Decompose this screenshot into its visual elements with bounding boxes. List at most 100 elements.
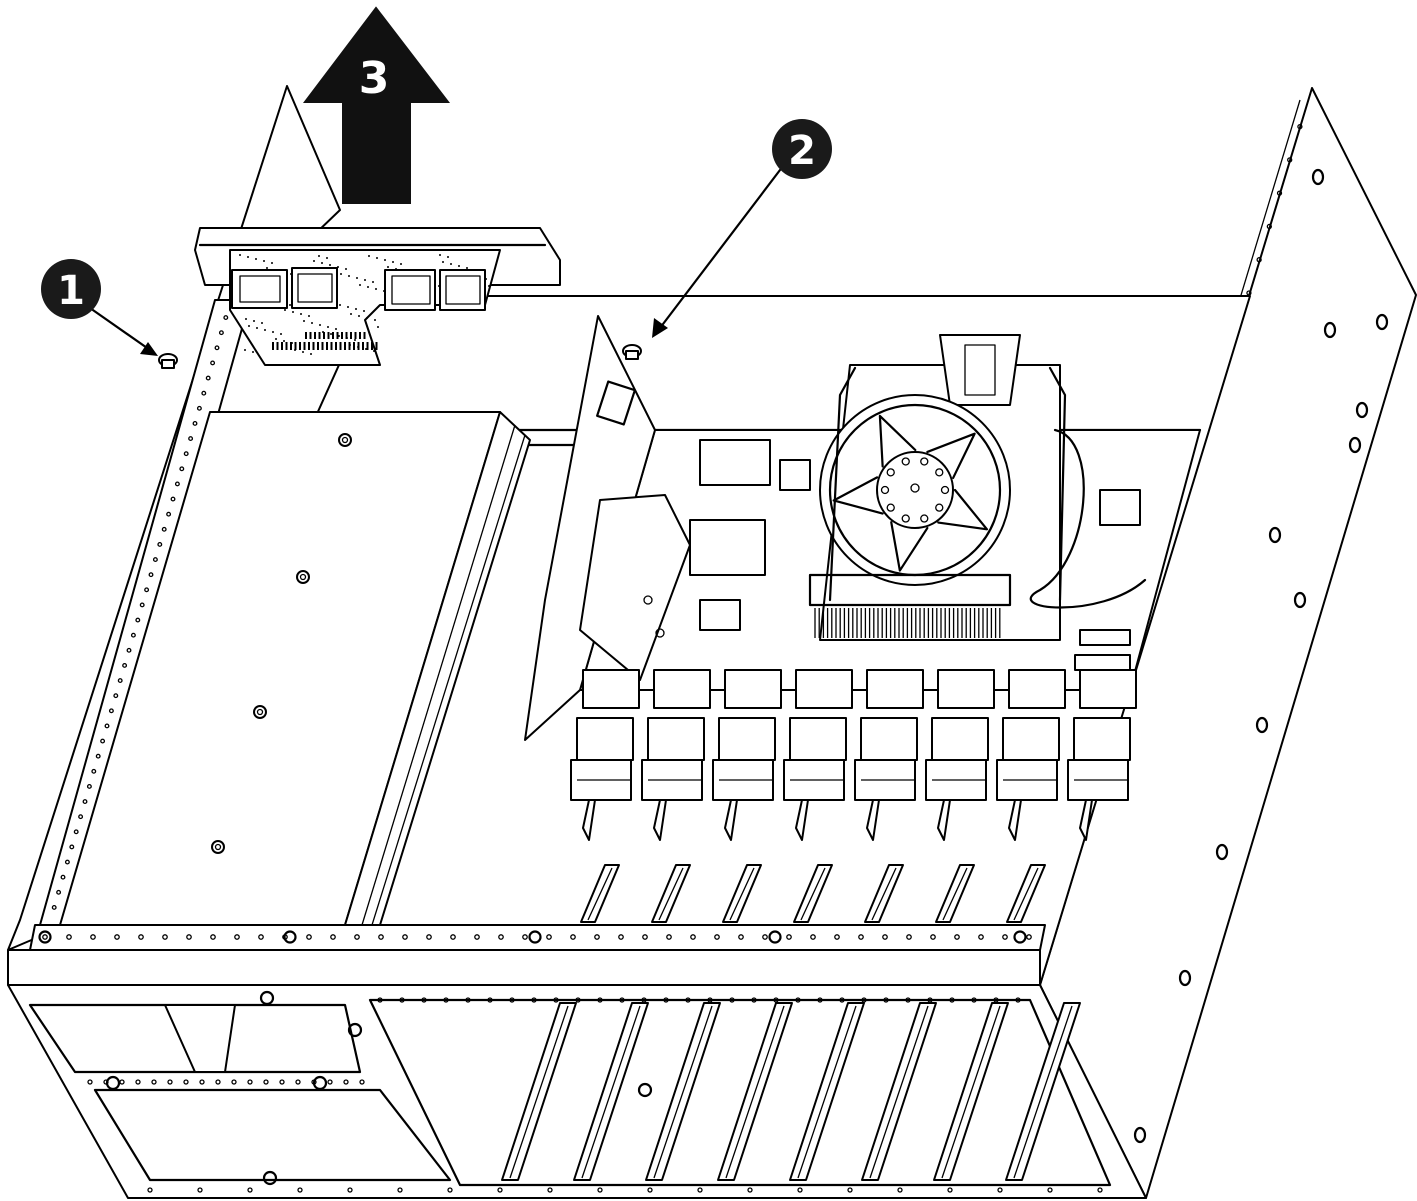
front-hole: [421, 997, 427, 1003]
frame-hole: [90, 934, 96, 940]
front-rail-groove: [869, 1005, 929, 1179]
frame-hole: [546, 934, 552, 940]
board-solder-dot: [363, 310, 365, 312]
frame-hole: [162, 934, 168, 940]
front-hole: [817, 997, 823, 1003]
board-solder-dot: [366, 317, 368, 319]
front-rail-groove: [941, 1005, 1001, 1179]
card-guide-groove: [942, 867, 968, 921]
frame-hole: [570, 934, 576, 940]
board-pin: [276, 342, 279, 350]
fan-hub-hole: [940, 485, 950, 495]
board-solder-dot: [339, 304, 341, 306]
front-hole: [847, 1187, 853, 1193]
front-hole: [279, 1079, 285, 1085]
front-hole: [795, 997, 801, 1003]
front-hole: [167, 1079, 173, 1085]
board-solder-dot: [373, 350, 375, 352]
fan-hub-hole: [901, 457, 910, 466]
front-hole: [263, 1079, 269, 1085]
board-solder-dot: [255, 258, 257, 260]
front-hole: [747, 1187, 753, 1193]
panel-hole: [1297, 123, 1303, 130]
frame-mount-hole: [38, 930, 52, 944]
board-pin: [335, 342, 337, 350]
psu-screw-center: [214, 843, 222, 851]
panel-hole: [144, 587, 150, 593]
panel-hole: [157, 541, 163, 547]
board-solder-dot: [252, 351, 254, 353]
card-guide-groove: [658, 867, 684, 921]
board-solder-dot: [318, 255, 320, 257]
frame-hole: [498, 934, 504, 940]
front-hole: [199, 1079, 205, 1085]
board-solder-dot: [272, 331, 274, 333]
panel-mount-hole: [1348, 436, 1362, 454]
panel-hole: [64, 859, 70, 865]
front-hole: [905, 997, 911, 1003]
board-solder-dot: [466, 267, 468, 269]
front-hole: [215, 1079, 221, 1085]
board-pin: [354, 332, 357, 339]
board-pin: [321, 342, 324, 350]
board-pin: [305, 332, 307, 339]
guide-pin: [866, 799, 880, 841]
panel-hole: [51, 904, 57, 910]
connector-mid: [931, 717, 989, 761]
fan-hub-hole: [901, 514, 910, 523]
frame-hole: [330, 934, 336, 940]
callout-2-label: 2: [788, 128, 816, 174]
front-rail-groove: [653, 1005, 713, 1179]
psu-screw: [211, 840, 225, 854]
panel-hole: [188, 436, 194, 442]
board-solder-dot: [247, 256, 249, 258]
front-hole: [397, 1187, 403, 1193]
frame-hole: [954, 934, 960, 940]
fan-blade: [926, 432, 976, 480]
frame-hole: [858, 934, 864, 940]
board-pin: [371, 342, 373, 350]
panel-hole: [108, 708, 114, 714]
board-pin: [281, 342, 283, 350]
panel-mount-hole: [1133, 1126, 1147, 1144]
connector-bank: [570, 669, 1137, 841]
board-solder-dot: [359, 284, 361, 286]
fan-hub-hole: [920, 514, 929, 523]
board-solder-dot: [354, 339, 356, 341]
psu-screw: [253, 705, 267, 719]
fan-hub-hole: [935, 503, 944, 512]
panel-hole: [56, 889, 62, 895]
board-pin: [308, 342, 310, 350]
panel-hole: [161, 526, 167, 532]
front-mount-hole: [105, 1075, 121, 1091]
board-solder-dot: [400, 263, 402, 265]
panel-hole: [91, 768, 97, 774]
connector-top: [866, 669, 924, 709]
panel-hole: [170, 496, 176, 502]
board-solder-dot: [340, 273, 342, 275]
board-solder-dot: [368, 255, 370, 257]
front-hole: [997, 1187, 1003, 1193]
guide-pin: [1079, 799, 1093, 841]
front-mount-hole: [312, 1075, 328, 1091]
panel-mount-hole: [1355, 401, 1369, 419]
panel-mount-hole: [1215, 843, 1229, 861]
panel-hole: [201, 390, 207, 396]
front-hole: [663, 997, 669, 1003]
front-rail-groove: [797, 1005, 857, 1179]
front-hole: [135, 1079, 141, 1085]
front-hole: [751, 997, 757, 1003]
board-solder-dot: [248, 325, 250, 327]
front-hole: [247, 1187, 253, 1193]
panel-hole: [196, 405, 202, 411]
front-hole: [553, 997, 559, 1003]
panel-hole: [183, 451, 189, 457]
frame-mount-hole: [1013, 930, 1027, 944]
panel-mount-hole: [1178, 969, 1192, 987]
frame-mount-hole: [768, 930, 782, 944]
board-solder-dot: [284, 309, 286, 311]
frame-hole: [42, 934, 48, 940]
frame-hole: [186, 934, 192, 940]
front-mount-hole: [637, 1082, 653, 1098]
panel-hole: [214, 345, 220, 351]
